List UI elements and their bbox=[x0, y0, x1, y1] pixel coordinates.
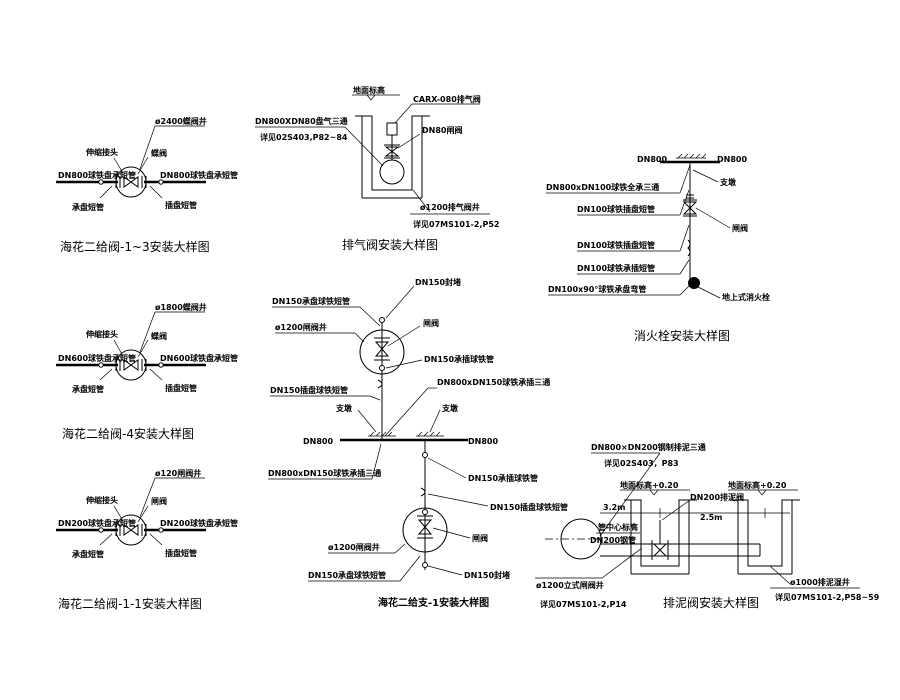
valve-detail-1: ø2400蝶阀井 伸缩接头 蝶阀 DN800球铁盘承短管 DN800球铁盘承短管… bbox=[54, 116, 238, 254]
socket-pipe-label: DN100球铁承插短管 bbox=[577, 263, 655, 273]
well-label: ø1800蝶阀井 bbox=[155, 302, 207, 312]
well-top-label: ø1200闸阀井 bbox=[275, 322, 327, 332]
bend-label: DN100x90°球铁承盘弯管 bbox=[548, 284, 646, 294]
drain-valve-detail: 3.2m 2.5m 地面标高+0.20 地面标高+0.20 DN800×DN20… bbox=[535, 442, 880, 610]
diagram-title: 海花二给阀-1~3安装大样图 bbox=[60, 239, 210, 254]
tee-left-label: DN800xDN150球铁承插三通 bbox=[268, 468, 381, 478]
bottom-left-label: 承盘短管 bbox=[72, 384, 104, 394]
valve-detail-3: ø120闸阀井 伸缩接头 闸阀 DN200球铁盘承短管 DN200球铁盘承短管 … bbox=[54, 468, 238, 611]
gate-label: 闸阀 bbox=[732, 223, 748, 233]
right-pipe-label: DN800球铁盘承短管 bbox=[160, 170, 238, 180]
joint-label: 伸缩接头 bbox=[85, 329, 118, 339]
spigot-top-label: DN150承插球铁管 bbox=[424, 354, 494, 364]
hydrant-label: 地上式消火栓 bbox=[722, 292, 770, 302]
support-left-label: 支墩 bbox=[335, 403, 353, 413]
tee-label: DN800×DN200钢制排泥三通 bbox=[591, 442, 706, 452]
diagram-title: 排气阀安装大样图 bbox=[342, 237, 438, 252]
tee-ref-label: 详见02S403，P83 bbox=[604, 458, 679, 468]
diagram-title: 排泥阀安装大样图 bbox=[663, 595, 759, 610]
well-label: ø2400蝶阀井 bbox=[155, 116, 207, 126]
left-ref-label: 详见07MS101-2,P14 bbox=[540, 599, 627, 609]
ground-right-label: 地面标高+0.20 bbox=[728, 480, 787, 490]
tee-label: DN800xDN100球铁全承三通 bbox=[546, 182, 659, 192]
well-ref-label: 详见07MS101-2,P52 bbox=[413, 219, 499, 229]
socket-flange-top-label: DN150承盘球铁短管 bbox=[272, 296, 350, 306]
support-right-label: 支墩 bbox=[441, 403, 459, 413]
bottom-right-label: 插盘短管 bbox=[165, 200, 197, 210]
diagram-title: 海花二给阀-1-1安装大样图 bbox=[58, 596, 202, 611]
gate-bottom-label: 闸阀 bbox=[472, 533, 488, 543]
valve-model-label: CARX-080排气阀 bbox=[413, 94, 481, 104]
left-pipe-label: DN600球铁盘承短管 bbox=[58, 353, 136, 363]
diagram-title: 消火栓安装大样图 bbox=[634, 328, 730, 343]
well-label: ø120闸阀井 bbox=[155, 468, 201, 478]
bottom-left-label: 承盘短管 bbox=[72, 549, 104, 559]
ground-left-label: 地面标高+0.20 bbox=[620, 480, 679, 490]
center-elev-label: 管中心标高 bbox=[598, 522, 638, 532]
dn-left-label: DN800 bbox=[637, 155, 667, 164]
spigot-bottom-label: DN150承插球铁管 bbox=[468, 473, 538, 483]
support-label: 支墩 bbox=[719, 177, 737, 187]
branch-detail: DN150封堵 DN150承盘球铁短管 ø1200闸阀井 闸阀 DN150承插球… bbox=[268, 277, 568, 609]
seal-top-label: DN150封堵 bbox=[415, 277, 461, 287]
valve-label: 蝶阀 bbox=[151, 148, 167, 158]
tee-ref-label: 详见02S403,P82~84 bbox=[260, 132, 348, 142]
bottom-right-label: 插盘短管 bbox=[165, 548, 197, 558]
dim-left-label: 3.2m bbox=[603, 503, 626, 512]
tee-right-label: DN800xDN150球铁承插三通 bbox=[437, 377, 550, 387]
drain-valve-label: DN200排泥阀 bbox=[690, 492, 744, 502]
left-pipe-label: DN200球铁盘承短管 bbox=[58, 518, 136, 528]
well-bottom-label: ø1200闸阀井 bbox=[328, 542, 380, 552]
joint-label: 伸缩接头 bbox=[85, 495, 118, 505]
joint-label: 伸缩接头 bbox=[85, 147, 118, 157]
seal-bottom-label: DN150封堵 bbox=[464, 570, 510, 580]
right-well-label: ø1000排泥湿井 bbox=[790, 577, 850, 587]
dn-left-label: DN800 bbox=[303, 437, 333, 446]
flange-pipe-bottom-label: DN150插盘球铁短管 bbox=[490, 502, 568, 512]
gate-top-label: 闸阀 bbox=[423, 318, 439, 328]
right-pipe-label: DN200球铁盘承短管 bbox=[160, 518, 238, 528]
diagram-title: 海花二给支-1安装大样图 bbox=[378, 596, 489, 609]
right-ref-label: 详见07MS101-2,P58~59 bbox=[775, 592, 880, 602]
dim-right-label: 2.5m bbox=[700, 513, 723, 522]
flange-pipe-top-label: DN150插盘球铁短管 bbox=[270, 385, 348, 395]
right-pipe-label: DN600球铁盘承短管 bbox=[160, 353, 238, 363]
socket-flange-bottom-label: DN150承盘球铁短管 bbox=[308, 570, 386, 580]
air-valve-detail: 地面标高 CARX-080排气阀 DN800XDN80盘气三通 详见02S403… bbox=[255, 85, 499, 252]
ground-label: 地面标高 bbox=[353, 85, 385, 95]
dn-right-label: DN800 bbox=[468, 437, 498, 446]
well-label: ø1200排气阀井 bbox=[420, 202, 480, 212]
bottom-right-label: 插盘短管 bbox=[165, 383, 197, 393]
valve-detail-2: ø1800蝶阀井 伸缩接头 蝶阀 DN600球铁盘承短管 DN600球铁盘承短管… bbox=[54, 302, 238, 441]
flange-pipe-2-label: DN100球铁插盘短管 bbox=[577, 240, 655, 250]
valve-label: 蝶阀 bbox=[151, 331, 167, 341]
bottom-left-label: 承盘短管 bbox=[72, 202, 104, 212]
left-pipe-label: DN800球铁盘承短管 bbox=[58, 170, 136, 180]
flange-pipe-label: DN100球铁插盘短管 bbox=[577, 204, 655, 214]
fire-hydrant-detail: DN800 DN800 DN800xDN100球铁全承三通 支墩 DN100球铁… bbox=[546, 153, 770, 343]
left-well-label: ø1200立式闸阀井 bbox=[536, 580, 604, 590]
valve-label: 闸阀 bbox=[151, 496, 167, 506]
tee-label: DN800XDN80盘气三通 bbox=[255, 116, 348, 126]
steel-pipe-label: DN200钢管 bbox=[590, 535, 636, 545]
diagram-title: 海花二给阀-4安装大样图 bbox=[62, 426, 194, 441]
dn-right-label: DN800 bbox=[717, 155, 747, 164]
gate-label: DN80闸阀 bbox=[422, 125, 462, 135]
